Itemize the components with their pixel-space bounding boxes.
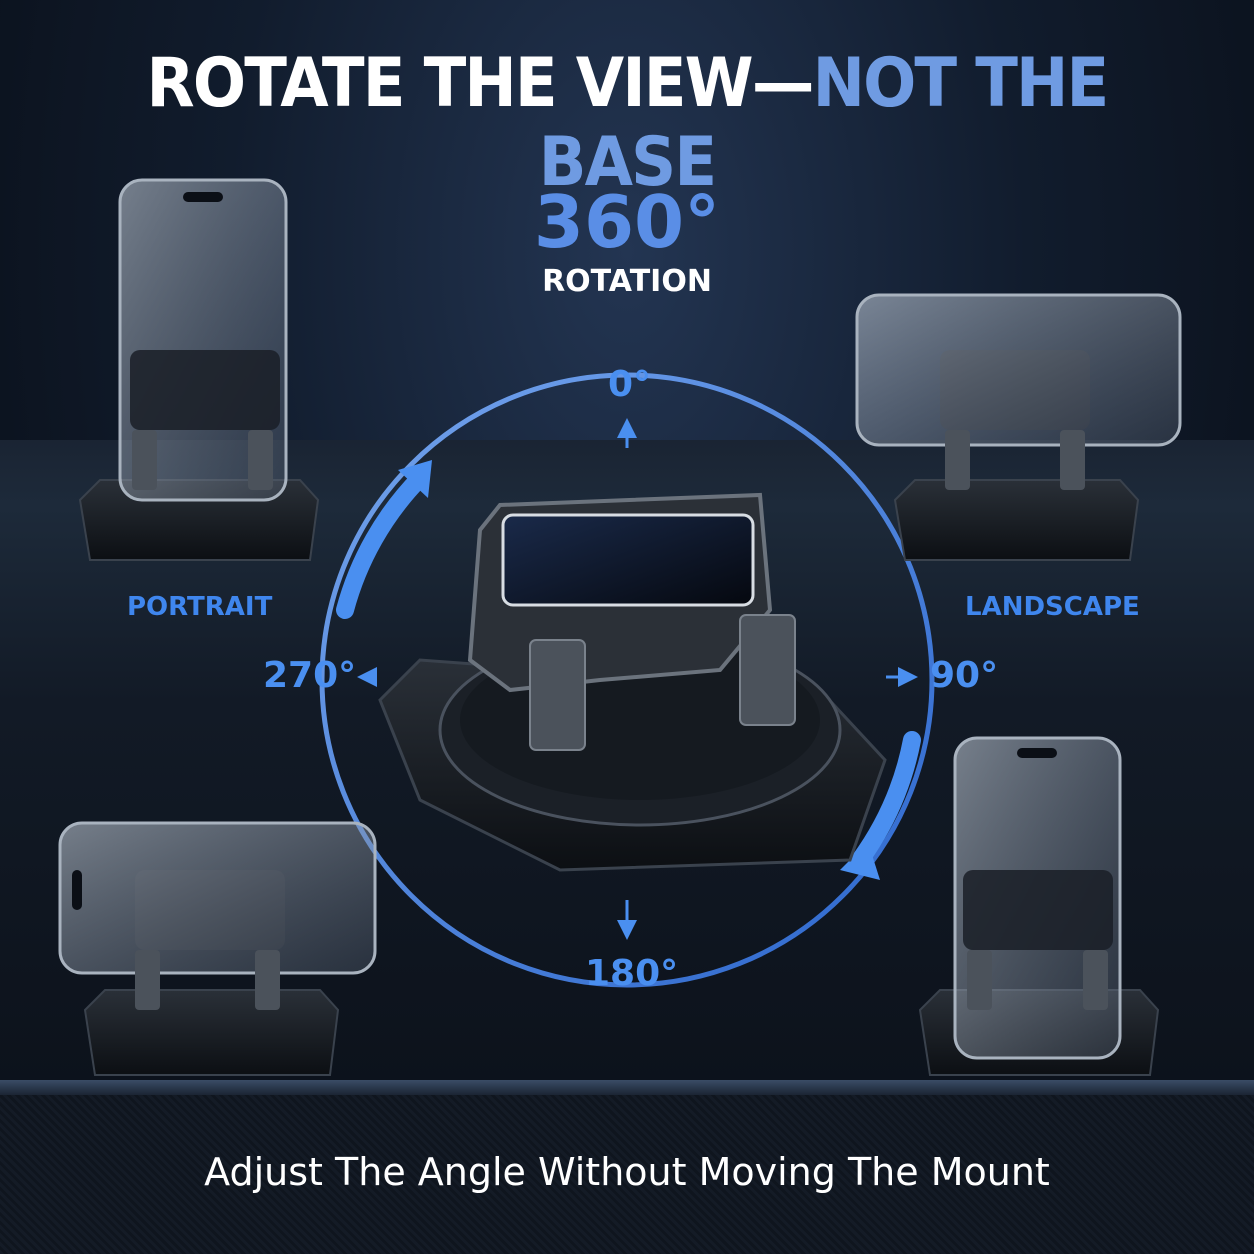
phone-landscape: [855, 293, 1182, 447]
phone-landscape-rotated: [58, 821, 377, 975]
mount-grip-left: [529, 639, 586, 751]
mount-window: [501, 513, 755, 607]
holder-landscape-top-right: [855, 293, 1182, 561]
ring-arrowhead-right: [840, 842, 880, 880]
holder-landscape-bottom-left: [58, 821, 377, 1076]
headline: ROTATE THE VIEW—NOT THE BASE: [50, 44, 1204, 202]
rotation-value: 360°: [533, 180, 721, 264]
holder-portrait-top-left: [78, 178, 320, 561]
mount-grip-right: [739, 614, 796, 726]
ring-arrowhead-left: [398, 460, 432, 498]
angle-270: 270°: [263, 655, 357, 696]
angle-0: 0°: [608, 364, 652, 405]
ring-circle: [319, 372, 935, 988]
arrow-right-icon: [898, 667, 918, 687]
headline-separator: —: [751, 44, 815, 123]
arrow-down-icon: [617, 920, 637, 940]
portrait-label: PORTRAIT: [127, 592, 273, 622]
ring-arrow-left: [336, 469, 429, 619]
rotation-label: ROTATION: [542, 264, 712, 299]
angle-180: 180°: [585, 953, 679, 994]
tagline: Adjust The Angle Without Moving The Moun…: [204, 1150, 1050, 1194]
headline-part1: ROTATE THE VIEW: [146, 44, 754, 123]
rotation-ring: [319, 372, 935, 988]
angle-90: 90°: [930, 655, 999, 696]
holder-portrait-bottom-right: [918, 736, 1160, 1076]
landscape-label: LANDSCAPE: [965, 592, 1140, 622]
arrow-left-icon: [357, 667, 377, 687]
center-mount: [378, 492, 887, 872]
leather-texture: [0, 1095, 1254, 1254]
headline-part2: NOT THE BASE: [538, 44, 1110, 202]
arrow-up-icon: [617, 418, 637, 438]
